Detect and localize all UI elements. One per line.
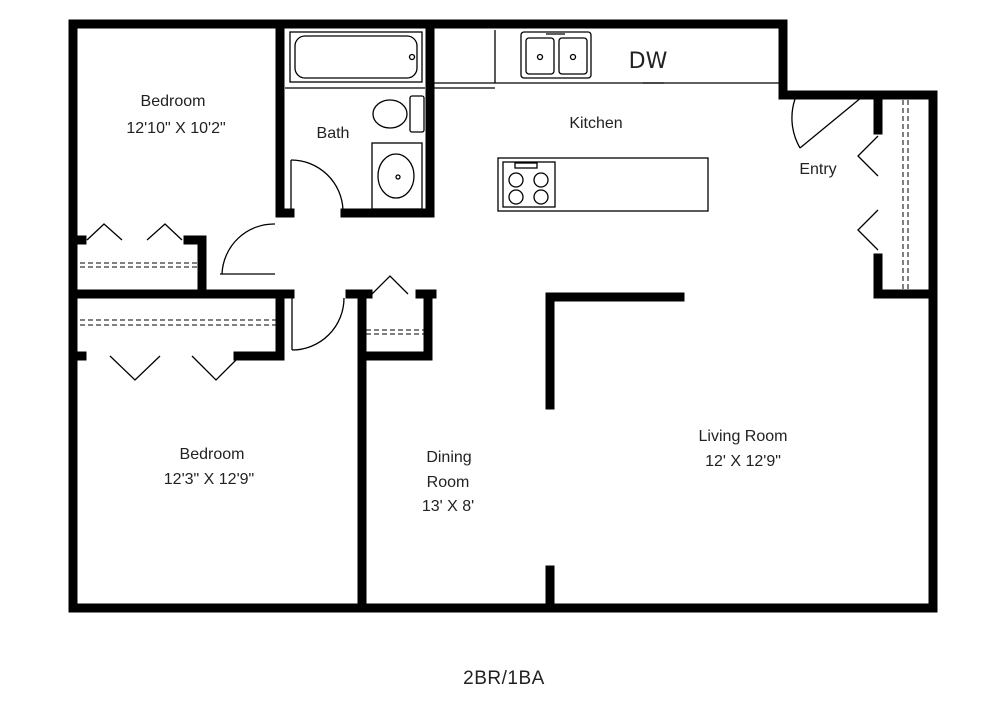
living-size: 12' X 12'9"	[705, 453, 781, 470]
bath-fixtures	[285, 31, 425, 210]
kitchen-name: Kitchen	[569, 115, 622, 132]
kitchen-fixtures: DW	[430, 30, 783, 212]
dining-size: 13' X 8'	[422, 498, 474, 515]
closet-doors	[80, 100, 909, 381]
living-name: Living Room	[699, 428, 788, 445]
interior-walls	[68, 19, 938, 613]
bedroom2-name: Bedroom	[180, 446, 245, 463]
dining-name-line1: Dining	[426, 449, 471, 466]
bedroom2-size: 12'3" X 12'9"	[164, 471, 254, 488]
bedroom1-name: Bedroom	[141, 93, 206, 110]
burner-icon	[508, 172, 524, 188]
exterior-walls	[68, 19, 938, 613]
bath-name: Bath	[317, 125, 350, 142]
toilet	[372, 99, 408, 129]
dishwasher-label: DW	[629, 49, 668, 74]
dining-name-line2: Room	[427, 474, 470, 491]
entry-name: Entry	[799, 161, 836, 178]
doors	[220, 96, 863, 351]
unit-type-caption: 2BR/1BA	[463, 668, 545, 689]
bedroom1-size: 12'10" X 10'2"	[126, 120, 225, 137]
